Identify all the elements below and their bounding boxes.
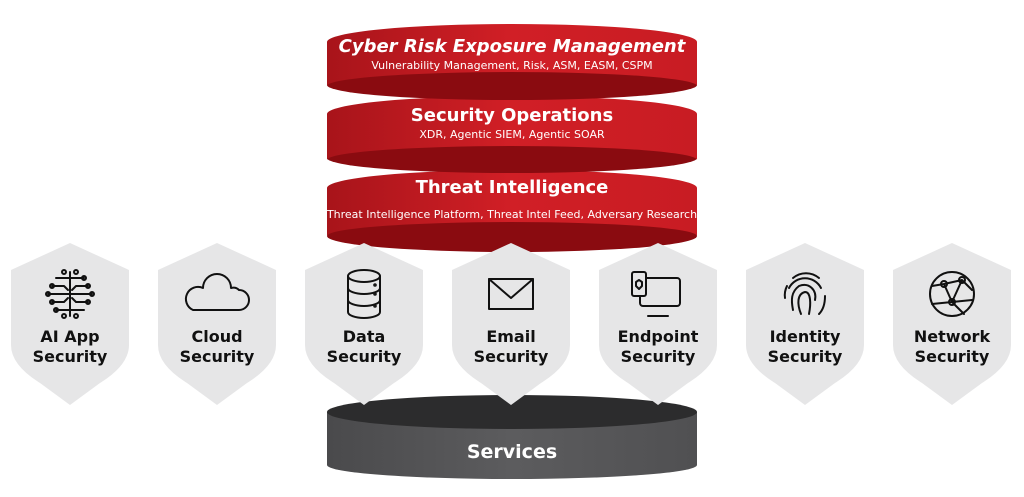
layer-security-operations: Security Operations XDR, Agentic SIEM, A… [327, 96, 697, 173]
layer-subtitle: Threat Intelligence Platform, Threat Int… [326, 208, 697, 221]
pillar-label-line2: Security [33, 347, 108, 366]
pillar-label-line1: Identity [770, 327, 841, 346]
layer-cyber-risk-exposure-management: Cyber Risk Exposure Management Vulnerabi… [327, 24, 697, 100]
layer-title: Cyber Risk Exposure Management [339, 36, 687, 57]
layer-subtitle: XDR, Agentic SIEM, Agentic SOAR [419, 128, 605, 141]
pillar-label-line1: AI App [40, 327, 99, 346]
pillar-network-security: Network Security [893, 243, 1011, 405]
pillar-identity-security: Identity Security [746, 243, 864, 405]
layer-subtitle: Vulnerability Management, Risk, ASM, EAS… [371, 59, 652, 72]
shield-shape [746, 243, 864, 405]
ai-circuit-icon [45, 269, 95, 319]
envelope-icon [488, 278, 534, 310]
pillar-endpoint-security: Endpoint Security [599, 243, 717, 405]
pillar-ai-app-security: AI App Security [11, 243, 129, 405]
services-cylinder: Services [327, 395, 697, 479]
shield-shape [599, 243, 717, 405]
shield-shape [11, 243, 129, 405]
pillar-label-line2: Security [180, 347, 255, 366]
pillar-label-line1: Endpoint [618, 327, 699, 346]
pillar-label-line1: Email [486, 327, 535, 346]
shield-shape [452, 243, 570, 405]
pillar-label-line2: Security [915, 347, 990, 366]
cloud-icon [184, 273, 250, 311]
pillar-label-line2: Security [327, 347, 402, 366]
pillar-label-line1: Data [343, 327, 386, 346]
pillar-label-line2: Security [621, 347, 696, 366]
endpoint-devices-icon [631, 271, 681, 317]
globe-network-icon [929, 271, 975, 317]
pillar-label-line2: Security [768, 347, 843, 366]
layer-threat-intelligence: Threat Intelligence Threat Intelligence … [326, 170, 697, 252]
pillar-label-line1: Cloud [191, 327, 242, 346]
pillar-email-security: Email Security [452, 243, 570, 405]
pillar-data-security: Data Security [305, 243, 423, 405]
database-icon [347, 269, 381, 319]
pillar-cloud-security: Cloud Security [158, 243, 276, 405]
pillar-label-line1: Network [914, 327, 991, 346]
pillar-label-line2: Security [474, 347, 549, 366]
layer-title: Security Operations [411, 105, 613, 126]
layer-title: Threat Intelligence [416, 177, 609, 198]
fingerprint-icon [783, 272, 826, 315]
services-label: Services [467, 441, 557, 463]
shield-shape [305, 243, 423, 405]
shield-shape [158, 243, 276, 405]
shield-shape [893, 243, 1011, 405]
